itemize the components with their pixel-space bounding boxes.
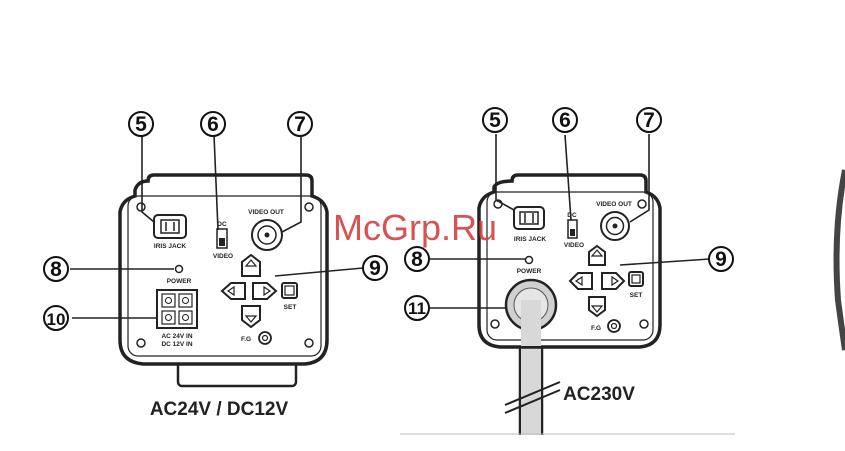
edge-object	[837, 170, 845, 350]
video-label: VIDEO	[213, 253, 233, 260]
watermark: McGrp.Ru	[333, 207, 497, 248]
iris-jack-label: IRIS JACK	[154, 243, 186, 250]
callout-6: 6	[559, 109, 571, 132]
callout-5: 5	[135, 113, 147, 136]
video-label: VIDEO	[564, 242, 584, 249]
power-led	[526, 257, 533, 264]
power-terminal-block	[157, 290, 197, 328]
set-label: SET	[284, 304, 297, 311]
set-button	[629, 272, 643, 286]
callout-7: 7	[294, 113, 306, 136]
callout-6: 6	[207, 113, 219, 136]
right-caption: AC230V	[563, 384, 635, 405]
set-button	[282, 283, 297, 298]
fg-label: F.G	[591, 325, 601, 332]
callout-8: 8	[411, 248, 423, 271]
power-label: POWER	[517, 268, 542, 275]
callout-8: 8	[50, 258, 62, 281]
ground-screw-icon	[608, 320, 620, 332]
iris-jack-label: IRIS JACK	[514, 236, 546, 243]
power-led	[176, 266, 183, 273]
iris-jack	[154, 215, 186, 238]
video-out-label: VIDEO OUT	[248, 209, 284, 216]
terminal-label-dc: DC 12V IN	[161, 341, 192, 348]
dc-label: DC	[567, 212, 577, 219]
right-camera: IRIS JACK DC VIDEO VIDEO OUT POWER SET	[400, 108, 735, 435]
callout-11: 11	[408, 299, 426, 318]
terminal-label-ac: AC 24V IN	[161, 333, 192, 340]
video-out-label: VIDEO OUT	[596, 201, 632, 208]
callout-5: 5	[489, 109, 501, 132]
left-caption: AC24V / DC12V	[150, 399, 289, 420]
set-label: SET	[630, 292, 643, 299]
callout-9: 9	[715, 248, 727, 271]
left-camera: IRIS JACK DC VIDEO VIDEO OUT POWER AC 24…	[44, 112, 387, 420]
callout-7: 7	[643, 109, 655, 132]
callout-10: 10	[47, 310, 66, 329]
callout-9: 9	[369, 257, 381, 280]
ground-screw-icon	[259, 332, 271, 344]
power-label: POWER	[167, 278, 192, 285]
fg-label: F.G	[241, 336, 251, 343]
dc-label: DC	[217, 221, 227, 228]
iris-jack	[514, 207, 544, 229]
